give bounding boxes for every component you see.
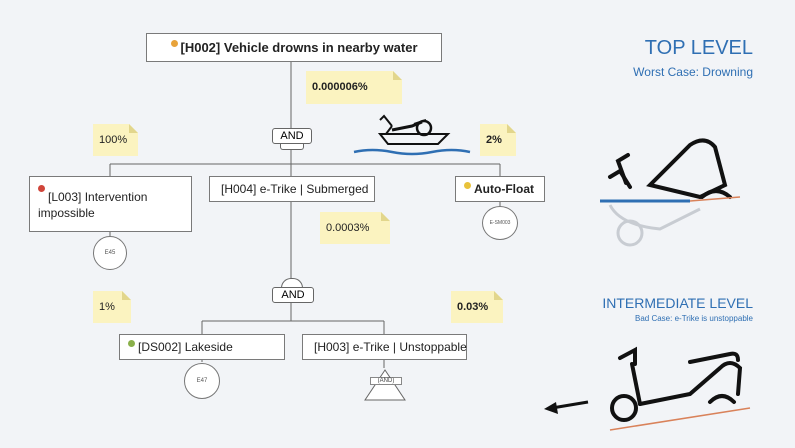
prob-top: 0.000006%: [312, 81, 368, 93]
unstoppable-label: e-Trike | Unstoppable: [352, 340, 467, 354]
submerged-id: [H004]: [221, 182, 257, 196]
autofloat-label: Auto-Float: [474, 182, 534, 196]
mid-and-gate[interactable]: AND: [272, 287, 314, 303]
prob-submerged: 0.0003%: [326, 222, 370, 234]
top-gate-base: [280, 144, 304, 150]
top-hazard-label: Vehicle drowns in nearby water: [223, 40, 418, 55]
prob-lakeside: 1%: [99, 301, 115, 313]
lakeside-id: [DS002]: [138, 340, 182, 354]
trike-rolling-icon: [544, 346, 751, 431]
top-and-gate[interactable]: AND: [272, 128, 312, 144]
prob-note-intervention: 100%: [93, 124, 138, 156]
top-level-title: TOP LEVEL: [644, 37, 753, 59]
top-gate-label: AND: [280, 130, 304, 142]
prob-intervention: 100%: [99, 134, 128, 146]
autofloat-ref: E-SM003: [489, 220, 511, 226]
top-hazard-box[interactable]: [H002] Vehicle drowns in nearby water: [146, 33, 442, 62]
intervention-id: [L003]: [48, 190, 82, 204]
prob-note-top: 0.000006%: [306, 71, 402, 104]
intervention-label-1: Intervention: [84, 190, 148, 204]
lakeside-label: Lakeside: [184, 340, 233, 354]
mid-gate-label: AND: [281, 289, 305, 301]
prob-note-submerged: 0.0003%: [320, 212, 390, 244]
lakeside-ref-circle: E47: [184, 363, 220, 399]
top-level-subtitle: Worst Case: Drowning: [633, 65, 753, 79]
intermediate-level-title: INTERMEDIATE LEVEL: [602, 295, 753, 311]
autofloat-ref-circle: E-SM003: [482, 206, 518, 240]
trike-on-boat-icon: [353, 114, 471, 156]
submerged-box[interactable]: [H004] e-Trike | Submerged: [209, 176, 375, 202]
unstoppable-ref: (AND): [370, 377, 402, 385]
prob-note-unstoppable: 0.03%: [451, 291, 503, 323]
intervention-box[interactable]: [L003] Intervention impossible: [29, 176, 192, 232]
intervention-ref-circle: E45: [93, 236, 127, 270]
prob-note-autofloat: 2%: [480, 124, 516, 156]
trike-in-water-icon: [600, 138, 741, 247]
loss-marker-icon: [38, 185, 45, 192]
autofloat-box[interactable]: Auto-Float: [455, 176, 545, 202]
unstoppable-box[interactable]: [H003] e-Trike | Unstoppable: [302, 334, 467, 360]
transfer-triangle-icon: [364, 369, 406, 401]
intervention-label-2: impossible: [38, 206, 95, 220]
submerged-label: e-Trike | Submerged: [259, 182, 369, 196]
intermediate-level-subtitle: Bad Case: e-Trike is unstoppable: [635, 314, 753, 323]
barrier-marker-icon: [464, 181, 471, 189]
unstoppable-id: [H003]: [314, 340, 350, 354]
prob-autofloat: 2%: [486, 134, 502, 146]
hazard-marker-icon: [170, 40, 178, 47]
prob-unstoppable: 0.03%: [457, 301, 489, 313]
lakeside-box[interactable]: [DS002] Lakeside: [119, 334, 285, 360]
lakeside-ref: E47: [196, 378, 208, 384]
prob-note-lakeside: 1%: [93, 291, 131, 323]
location-marker-icon: [128, 339, 135, 347]
intervention-ref: E45: [104, 250, 116, 256]
top-hazard-id: [H002]: [180, 40, 221, 55]
